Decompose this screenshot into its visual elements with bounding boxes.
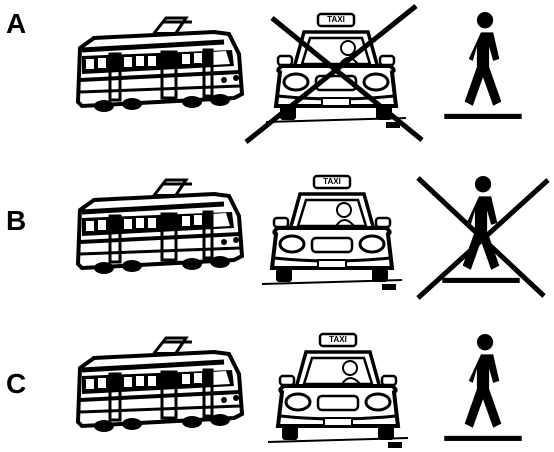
- taxi-sign-text: TAXI: [323, 177, 341, 186]
- taxi-image-b: TAXI: [262, 170, 402, 294]
- cross-out-pedestrian: [412, 170, 552, 302]
- pedestrian-image-c: [442, 332, 524, 444]
- row-label-c: C: [6, 370, 26, 398]
- tram-image-b: [74, 176, 244, 276]
- tram-icon: [74, 14, 244, 114]
- cross-out-taxi: [236, 2, 426, 144]
- tram-icon: [74, 334, 244, 434]
- row-label-a: A: [6, 10, 26, 38]
- row-label-b: B: [6, 207, 26, 235]
- taxi-icon: TAXI: [262, 170, 402, 294]
- taxi-image-c: TAXI: [268, 328, 408, 452]
- pedestrian-image-a: [442, 10, 524, 122]
- tram-icon: [74, 176, 244, 276]
- tram-image-a: [74, 14, 244, 114]
- pedestrian-icon: [442, 10, 524, 122]
- tram-image-c: [74, 334, 244, 434]
- pedestrian-icon: [442, 332, 524, 444]
- cross-out-mark: [412, 170, 552, 302]
- taxi-sign-text: TAXI: [329, 335, 347, 344]
- cross-out-mark: [236, 2, 426, 144]
- taxi-icon: TAXI: [268, 328, 408, 452]
